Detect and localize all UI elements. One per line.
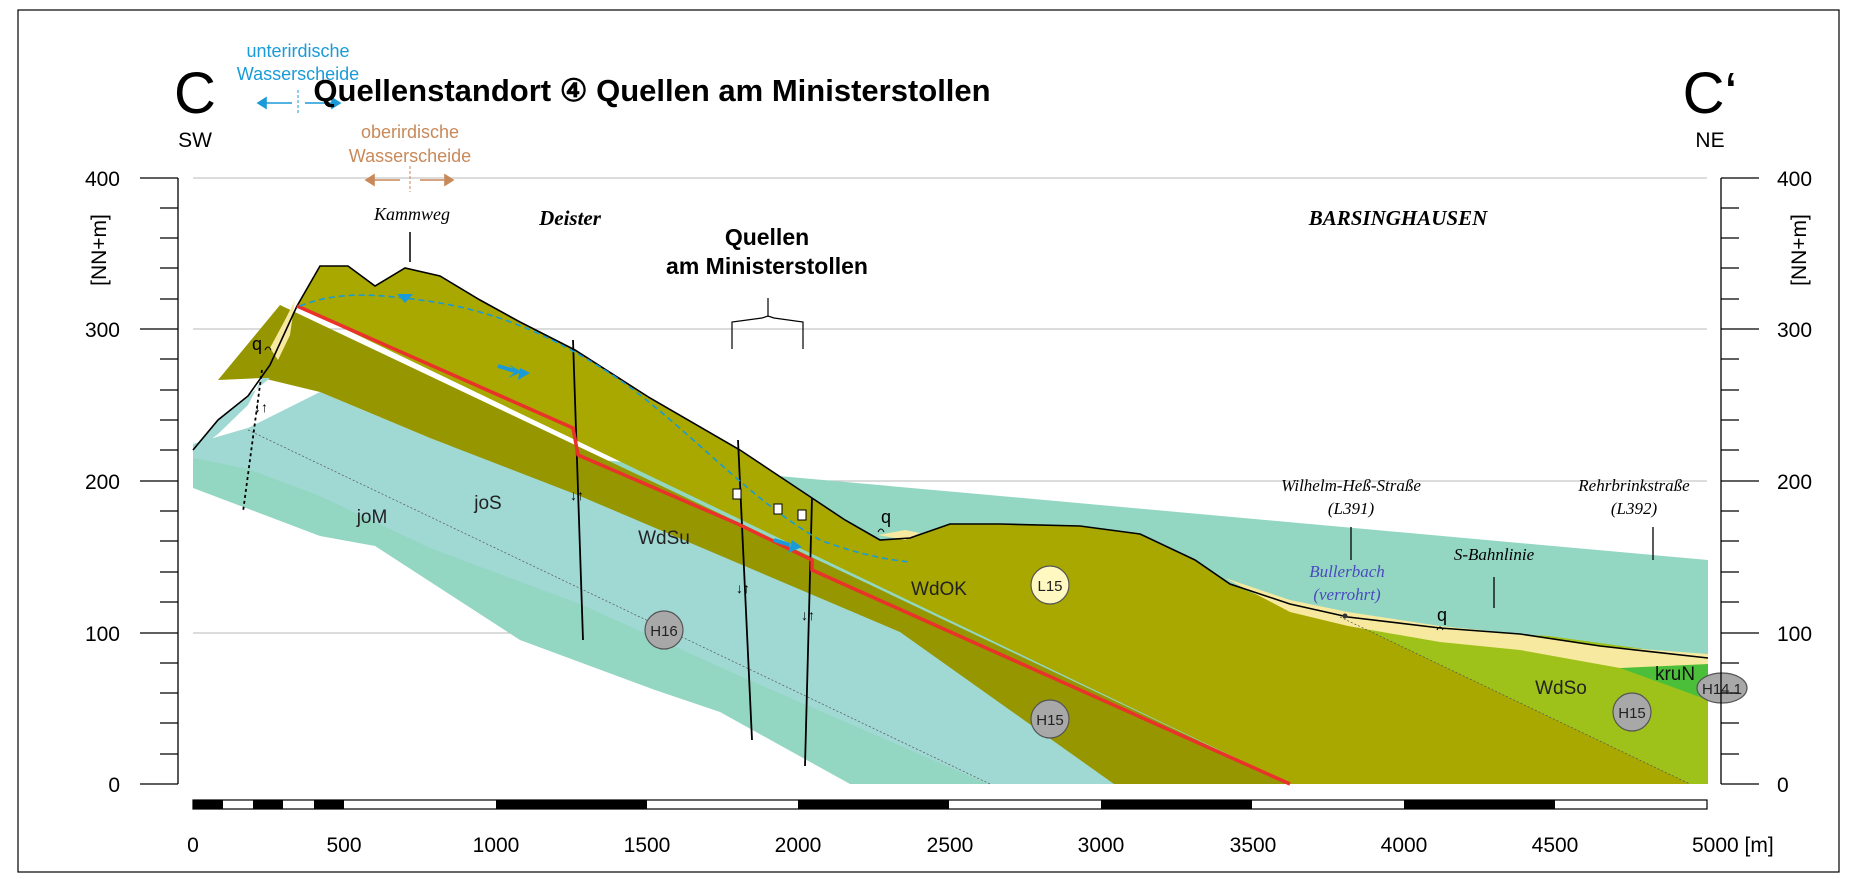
well-h16 [644,610,684,650]
whs-label-2: (L391) [1328,499,1375,518]
spring-q-label: q [252,334,262,354]
springs-label-1: Quellen [725,224,809,250]
ground-surface-line [192,265,1709,659]
y-tick-label: 400 [1777,168,1812,191]
y-tick-label: 100 [1777,623,1812,646]
surface-divide-label-1: oberirdische [361,122,459,142]
rbs-label-2: (L392) [1611,499,1658,518]
well-label-h15a: H15 [1036,712,1064,729]
x-tick-label: 2500 [927,834,974,857]
whs-label-1: Wilhelm-Heß-Straße [1281,476,1421,495]
unit-krun-area [1620,664,1708,700]
bullerbach-point [1342,613,1348,619]
deister-label: Deister [538,206,602,230]
red-horizon-line [296,304,1291,786]
y-tick-label: 0 [1777,774,1789,797]
x-tick-label: 1500 [624,834,671,857]
y-axis-label-right: [NN+m] [1788,214,1811,286]
unit-jos-upper [193,378,270,453]
y-tick-label: 200 [1777,471,1812,494]
sbahn-label: S-Bahnlinie [1454,545,1535,564]
y-tick-label: 100 [85,623,120,646]
spring-q-label: q [881,507,891,527]
scale-bar [192,799,1708,810]
spring-hook [264,346,272,351]
outer-frame [17,9,1840,873]
layer-boundaries [247,429,1691,785]
flow-arrow-icon [497,364,530,380]
left-y-axis [140,177,179,785]
kammweg-label: Kammweg [373,204,450,224]
well-h15b [1612,692,1652,732]
well-label-h16: H16 [650,623,678,640]
unit-label-krun: kruN [1655,664,1695,685]
well-label-l15: L15 [1037,578,1062,595]
x-tick-label: 4000 [1381,834,1428,857]
fault-arrows-icon: ↓↑ [570,487,584,503]
section-start-letter: C [174,61,216,126]
right-y-axis [1720,177,1759,785]
well-h15a [1030,699,1070,739]
unit-label-wdok: WdOK [911,579,967,600]
spring-hook [877,528,885,533]
underground-divide-label-2: Wasserscheide [237,64,359,84]
section-end-letter: C‘ [1683,61,1738,126]
bullerbach-label-1: Bullerbach [1309,562,1385,581]
y-axis-label-left: [NN+m] [88,214,111,286]
barsinghausen-label: BARSINGHAUSEN [1308,206,1488,230]
water-table-marker-icon [397,294,413,303]
underground-divide-arrows [256,90,342,115]
well-h14 [1696,672,1748,704]
springs-bracket [731,298,804,349]
rbs-label-1: Rehrbrinkstraße [1577,476,1690,495]
unit-label-jos: joS [473,493,501,514]
y-tick-label: 200 [85,471,120,494]
x-tick-label: 3000 [1078,834,1125,857]
surface-divide-label-2: Wasserscheide [349,146,471,166]
unit-jos-area [193,392,1114,784]
x-tick-label: 4500 [1532,834,1579,857]
y-tick-label: 0 [108,774,120,797]
underground-divide-label-1: unterirdische [246,41,349,61]
flow-arrow-icon [773,538,802,553]
page-title: Quellenstandort ④ Quellen am Ministersto… [313,73,990,108]
spring-hook [1436,626,1444,631]
x-tick-label: 3500 [1230,834,1277,857]
quaternary-cover-west [270,300,295,360]
unit-wdok-area [297,266,1708,784]
y-tick-label: 300 [1777,319,1812,342]
quaternary-cover [1225,578,1708,668]
spring-q-label: q [1437,605,1447,625]
well-label-h14: H14.1 [1702,681,1742,698]
spring-markers [732,488,807,521]
x-tick-label: 1000 [473,834,520,857]
x-tick-label: 500 [326,834,361,857]
x-tick-label: 2000 [775,834,822,857]
fault-arrows-icon: ↓↑ [736,580,750,596]
section-end-direction: NE [1695,129,1724,152]
well-label-h15b: H15 [1618,705,1646,722]
groundwater-table [299,294,911,563]
section-start-direction: SW [178,129,212,152]
unit-label-wdso: WdSo [1535,678,1587,699]
unit-label-wdsu: WdSu [638,528,690,549]
x-tick-label: 5000 [m] [1692,834,1774,857]
springs-label-2: am Ministerstollen [666,253,868,279]
bullerbach-label-2: (verrohrt) [1313,585,1381,604]
well-l15 [1030,565,1070,605]
surface-divide-arrows [364,166,455,192]
y-tick-label: 300 [85,319,120,342]
fault-arrows-icon: ↓↑ [801,607,815,623]
x-tick-label: 0 [187,834,199,857]
unit-label-jom: joM [356,507,388,528]
y-tick-label: 400 [85,168,120,191]
well-circles [644,565,1748,739]
fault-arrows-icon: ↓↑ [254,399,268,415]
